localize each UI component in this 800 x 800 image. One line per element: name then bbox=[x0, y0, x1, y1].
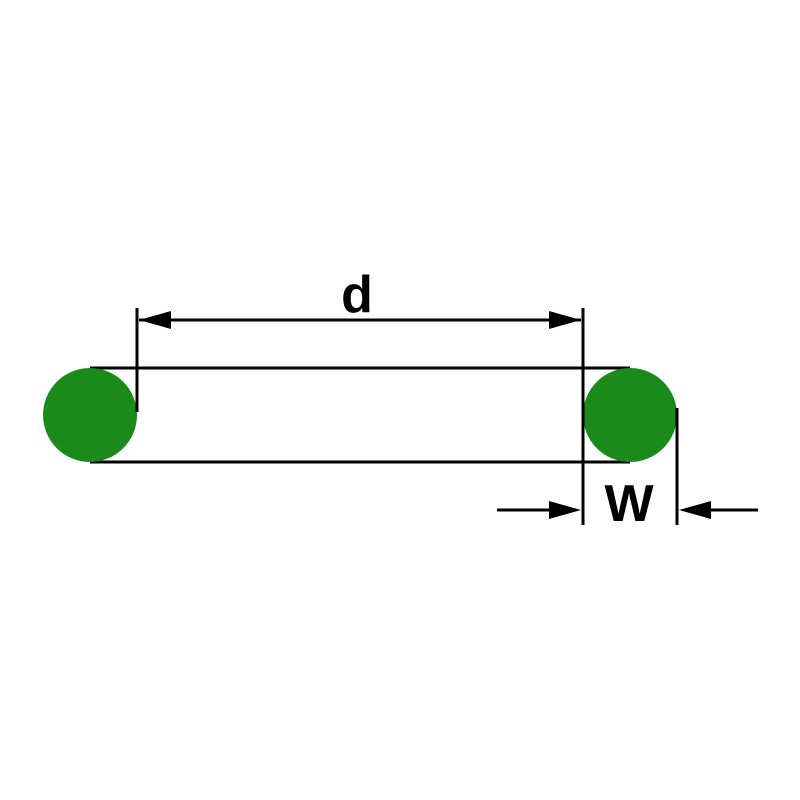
oring-cross-section-left bbox=[43, 368, 137, 462]
dimension-d-arrowhead-right bbox=[549, 311, 581, 329]
label-inner-diameter-d: d bbox=[341, 266, 373, 324]
dimension-w-arrowhead-left bbox=[549, 501, 581, 519]
label-cross-section-width-w: W bbox=[604, 475, 654, 533]
oring-cross-section-right bbox=[583, 368, 677, 462]
dimension-w-arrowhead-right bbox=[679, 501, 711, 519]
dimension-d-arrowhead-left bbox=[139, 311, 171, 329]
